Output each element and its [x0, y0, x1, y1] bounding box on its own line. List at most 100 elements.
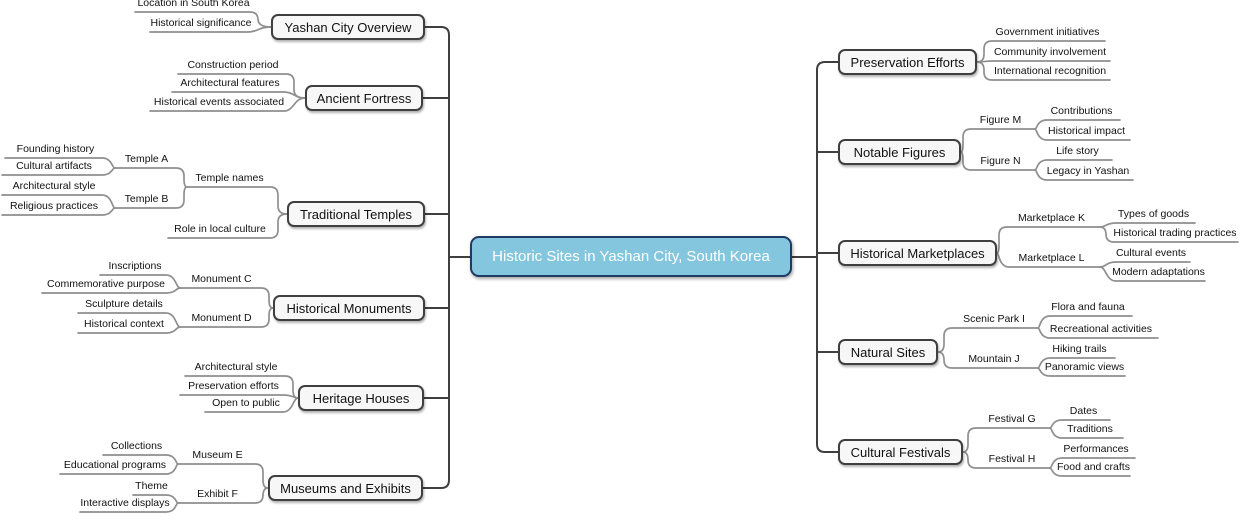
node-marketplace-l[interactable]: Marketplace L	[1018, 252, 1085, 264]
node-scenic-park-i[interactable]: Scenic Park I	[963, 313, 1025, 325]
node-performances[interactable]: Performances	[1063, 443, 1129, 455]
connector-path	[149, 97, 306, 112]
node-architectural-style-temple[interactable]: Architectural style	[12, 180, 96, 192]
central-topic[interactable]: Historic Sites in Yashan City, South Kor…	[470, 236, 792, 277]
node-legacy-in-yashan[interactable]: Legacy in Yashan	[1046, 165, 1130, 177]
connector-path	[962, 451, 1051, 469]
connector-path	[79, 502, 179, 513]
branch-historical-monuments[interactable]: Historical Monuments	[273, 295, 425, 321]
node-dates[interactable]: Dates	[1069, 405, 1098, 417]
branch-ancient-fortress[interactable]: Ancient Fortress	[305, 85, 423, 111]
connector-path	[1049, 427, 1124, 439]
node-marketplace-k[interactable]: Marketplace K	[1017, 212, 1086, 224]
connector-path	[996, 252, 1101, 268]
connector-path	[1034, 128, 1131, 141]
node-government-initiatives[interactable]: Government initiatives	[995, 26, 1100, 38]
connector-path	[1034, 169, 1134, 181]
node-cultural-events[interactable]: Cultural events	[1115, 247, 1187, 259]
node-figure-n[interactable]: Figure N	[980, 155, 1021, 167]
node-hiking-trails[interactable]: Hiking trails	[1052, 343, 1107, 355]
branch-traditional-temples[interactable]: Traditional Temples	[287, 201, 425, 227]
connector-path	[976, 61, 1111, 81]
node-architectural-features[interactable]: Architectural features	[180, 77, 280, 89]
node-figure-m[interactable]: Figure M	[979, 114, 1022, 126]
node-interactive-displays[interactable]: Interactive displays	[80, 497, 170, 509]
connector-path	[937, 351, 1039, 369]
connector-path	[177, 487, 269, 504]
branch-historical-marketplaces[interactable]: Historical Marketplaces	[838, 240, 997, 266]
connector-path	[1037, 367, 1126, 377]
node-exhibit-f[interactable]: Exhibit F	[197, 488, 238, 500]
node-life-story[interactable]: Life story	[1056, 145, 1099, 157]
node-inscriptions[interactable]: Inscriptions	[108, 260, 162, 272]
node-temple-names[interactable]: Temple names	[195, 172, 264, 184]
connector-path	[59, 463, 179, 475]
branch-notable-figures[interactable]: Notable Figures	[838, 139, 961, 165]
node-architectural-style-heritage[interactable]: Architectural style	[194, 361, 278, 373]
branch-natural-sites[interactable]: Natural Sites	[838, 339, 938, 365]
branch-yashan-city-overview[interactable]: Yashan City Overview	[271, 14, 425, 40]
node-festival-h[interactable]: Festival H	[988, 453, 1036, 465]
node-educational-programs[interactable]: Educational programs	[63, 459, 167, 471]
node-historical-events-associated[interactable]: Historical events associated	[153, 96, 285, 108]
connector-path	[114, 167, 188, 188]
node-temple-a[interactable]: Temple A	[124, 153, 169, 165]
node-traditions[interactable]: Traditions	[1067, 423, 1113, 435]
connector-path	[996, 226, 1101, 254]
node-cultural-artifacts[interactable]: Cultural artifacts	[16, 160, 92, 172]
node-historical-significance[interactable]: Historical significance	[150, 17, 252, 29]
connector-path	[1037, 327, 1159, 339]
branch-museums-and-exhibits[interactable]: Museums and Exhibits	[268, 475, 423, 501]
connector-path	[976, 60, 1111, 63]
connector-path	[179, 287, 274, 309]
node-construction-period[interactable]: Construction period	[187, 59, 279, 71]
branch-heritage-houses[interactable]: Heritage Houses	[298, 385, 424, 411]
node-festival-g[interactable]: Festival G	[988, 413, 1036, 425]
node-international-recognition[interactable]: International recognition	[993, 65, 1107, 77]
node-panoramic-views[interactable]: Panoramic views	[1044, 361, 1125, 373]
connector-path	[1049, 467, 1131, 477]
node-theme[interactable]: Theme	[135, 480, 168, 492]
connector-path	[1099, 226, 1239, 243]
node-museum-e[interactable]: Museum E	[192, 449, 243, 461]
node-commemorative-purpose[interactable]: Commemorative purpose	[47, 278, 165, 290]
node-food-and-crafts[interactable]: Food and crafts	[1057, 461, 1130, 473]
connector-path	[960, 128, 1036, 153]
node-monument-d[interactable]: Monument D	[191, 312, 252, 324]
node-mountain-j[interactable]: Mountain J	[968, 353, 1020, 365]
node-historical-impact[interactable]: Historical impact	[1047, 125, 1126, 137]
node-location-in-south-korea[interactable]: Location in South Korea	[137, 0, 250, 9]
connector-path	[204, 397, 299, 413]
connector-path	[1099, 266, 1206, 282]
connector-path	[41, 287, 181, 294]
node-founding-history[interactable]: Founding history	[16, 143, 95, 155]
node-flora-and-fauna[interactable]: Flora and fauna	[1051, 301, 1125, 313]
node-monument-c[interactable]: Monument C	[191, 273, 252, 285]
node-role-in-local-culture[interactable]: Role in local culture	[174, 223, 266, 235]
connector-path	[186, 186, 288, 215]
node-recreational-activities[interactable]: Recreational activities	[1049, 323, 1153, 335]
node-collections[interactable]: Collections	[110, 440, 163, 452]
node-religious-practices[interactable]: Religious practices	[9, 200, 99, 212]
node-historical-trading-practices[interactable]: Historical trading practices	[1113, 227, 1237, 239]
node-open-to-public[interactable]: Open to public	[212, 397, 280, 409]
connector-path	[134, 11, 272, 28]
node-modern-adaptations[interactable]: Modern adaptations	[1112, 266, 1205, 278]
node-contributions[interactable]: Contributions	[1050, 105, 1113, 117]
node-preservation-efforts-leaf[interactable]: Preservation efforts	[188, 380, 279, 392]
node-historical-context[interactable]: Historical context	[84, 318, 164, 330]
branch-preservation-efforts[interactable]: Preservation Efforts	[838, 49, 977, 75]
node-types-of-goods[interactable]: Types of goods	[1117, 208, 1190, 220]
connector-path	[422, 26, 450, 489]
connector-path	[167, 213, 288, 239]
connector-path	[960, 151, 1036, 171]
node-sculpture-details[interactable]: Sculpture details	[85, 298, 163, 310]
connector-path	[1, 207, 116, 216]
connector-path	[816, 61, 839, 453]
node-temple-b[interactable]: Temple B	[124, 193, 169, 205]
connector-path	[1, 167, 116, 176]
node-community-involvement[interactable]: Community involvement	[993, 46, 1107, 58]
branch-cultural-festivals[interactable]: Cultural Festivals	[838, 439, 963, 465]
